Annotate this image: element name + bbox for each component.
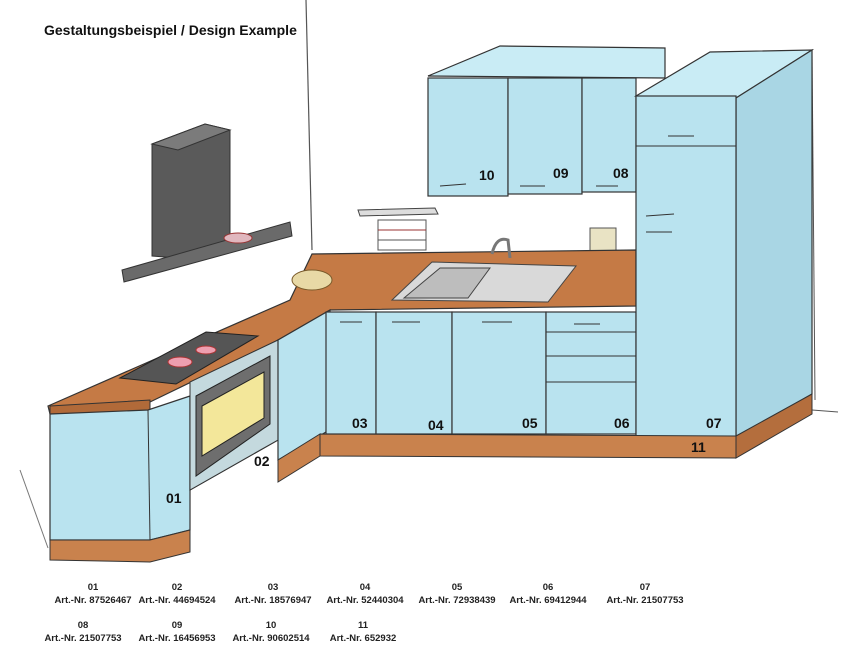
label-10: 10: [479, 167, 495, 183]
wall-shelf: [357, 207, 439, 251]
oven-cabinet-02: [189, 338, 279, 492]
label-08: 08: [613, 165, 629, 181]
article-num: 06: [542, 582, 554, 593]
article-10: 10 Art.-Nr. 90602514: [226, 619, 316, 645]
article-03: 03 Art.-Nr. 18576947: [228, 581, 318, 607]
article-09: 09 Art.-Nr. 16456953: [132, 619, 222, 645]
tall-cabinet-07: [633, 48, 815, 440]
base-cabinets-right: [325, 311, 637, 435]
sink: [390, 237, 578, 303]
label-03: 03: [352, 415, 368, 431]
article-num: 03: [267, 582, 279, 593]
wall-cabinet-09: [507, 77, 583, 195]
article-11: 11 Art.-Nr. 652932: [318, 619, 408, 645]
label-07: 07: [706, 415, 722, 431]
article-num: 08: [77, 620, 89, 631]
article-code: Art.-Nr. 652932: [329, 633, 397, 644]
article-num: 02: [171, 582, 183, 593]
article-code: Art.-Nr. 21507753: [606, 595, 684, 606]
article-05: 05 Art.-Nr. 72938439: [412, 581, 502, 607]
label-06: 06: [614, 415, 630, 431]
article-num: 11: [357, 620, 369, 631]
article-num: 09: [171, 620, 183, 631]
article-04: 04 Art.-Nr. 52440304: [320, 581, 410, 607]
label-02: 02: [254, 453, 270, 469]
article-num: 10: [265, 620, 277, 631]
article-08: 08 Art.-Nr. 21507753: [38, 619, 128, 645]
cooktop: [118, 331, 260, 385]
diagram-title: Gestaltungsbeispiel / Design Example: [44, 22, 297, 38]
article-07: 07 Art.-Nr. 21507753: [600, 581, 690, 607]
base-cabinet-03: [325, 311, 377, 435]
label-04: 04: [428, 417, 444, 433]
base-cabinet-01: [49, 395, 191, 541]
article-num: 07: [639, 582, 651, 593]
article-code: Art.-Nr. 52440304: [326, 595, 404, 606]
base-cabinet-04: [375, 311, 453, 435]
article-code: Art.-Nr. 21507753: [44, 633, 122, 644]
floor-line-right: [811, 409, 839, 413]
wall-cabinet-10: [427, 77, 509, 197]
article-code: Art.-Nr. 16456953: [138, 633, 216, 644]
wall-corner-line: [305, 0, 313, 251]
floor-line-left: [19, 469, 49, 549]
article-num: 01: [87, 582, 99, 593]
article-num: 04: [359, 582, 371, 593]
article-code: Art.-Nr. 69412944: [509, 595, 587, 606]
article-code: Art.-Nr. 18576947: [234, 595, 312, 606]
upper-cabinets: [427, 45, 666, 197]
article-code: Art.-Nr. 72938439: [418, 595, 496, 606]
wall-cabinet-08: [581, 77, 637, 193]
plinth-11: [49, 393, 813, 563]
label-01: 01: [166, 490, 182, 506]
label-05: 05: [522, 415, 538, 431]
label-09: 09: [553, 165, 569, 181]
article-01: 01 Art.-Nr. 87526467: [48, 581, 138, 607]
extractor-hood: [121, 123, 293, 283]
bread-basket: [291, 269, 333, 291]
base-cabinet-05: [451, 311, 547, 435]
article-02: 02 Art.-Nr. 44694524: [132, 581, 222, 607]
article-num: 05: [451, 582, 463, 593]
article-code: Art.-Nr. 44694524: [138, 595, 216, 606]
label-11: 11: [691, 439, 706, 455]
article-code: Art.-Nr. 90602514: [232, 633, 310, 644]
article-06: 06 Art.-Nr. 69412944: [503, 581, 593, 607]
article-code: Art.-Nr. 87526467: [54, 595, 132, 606]
